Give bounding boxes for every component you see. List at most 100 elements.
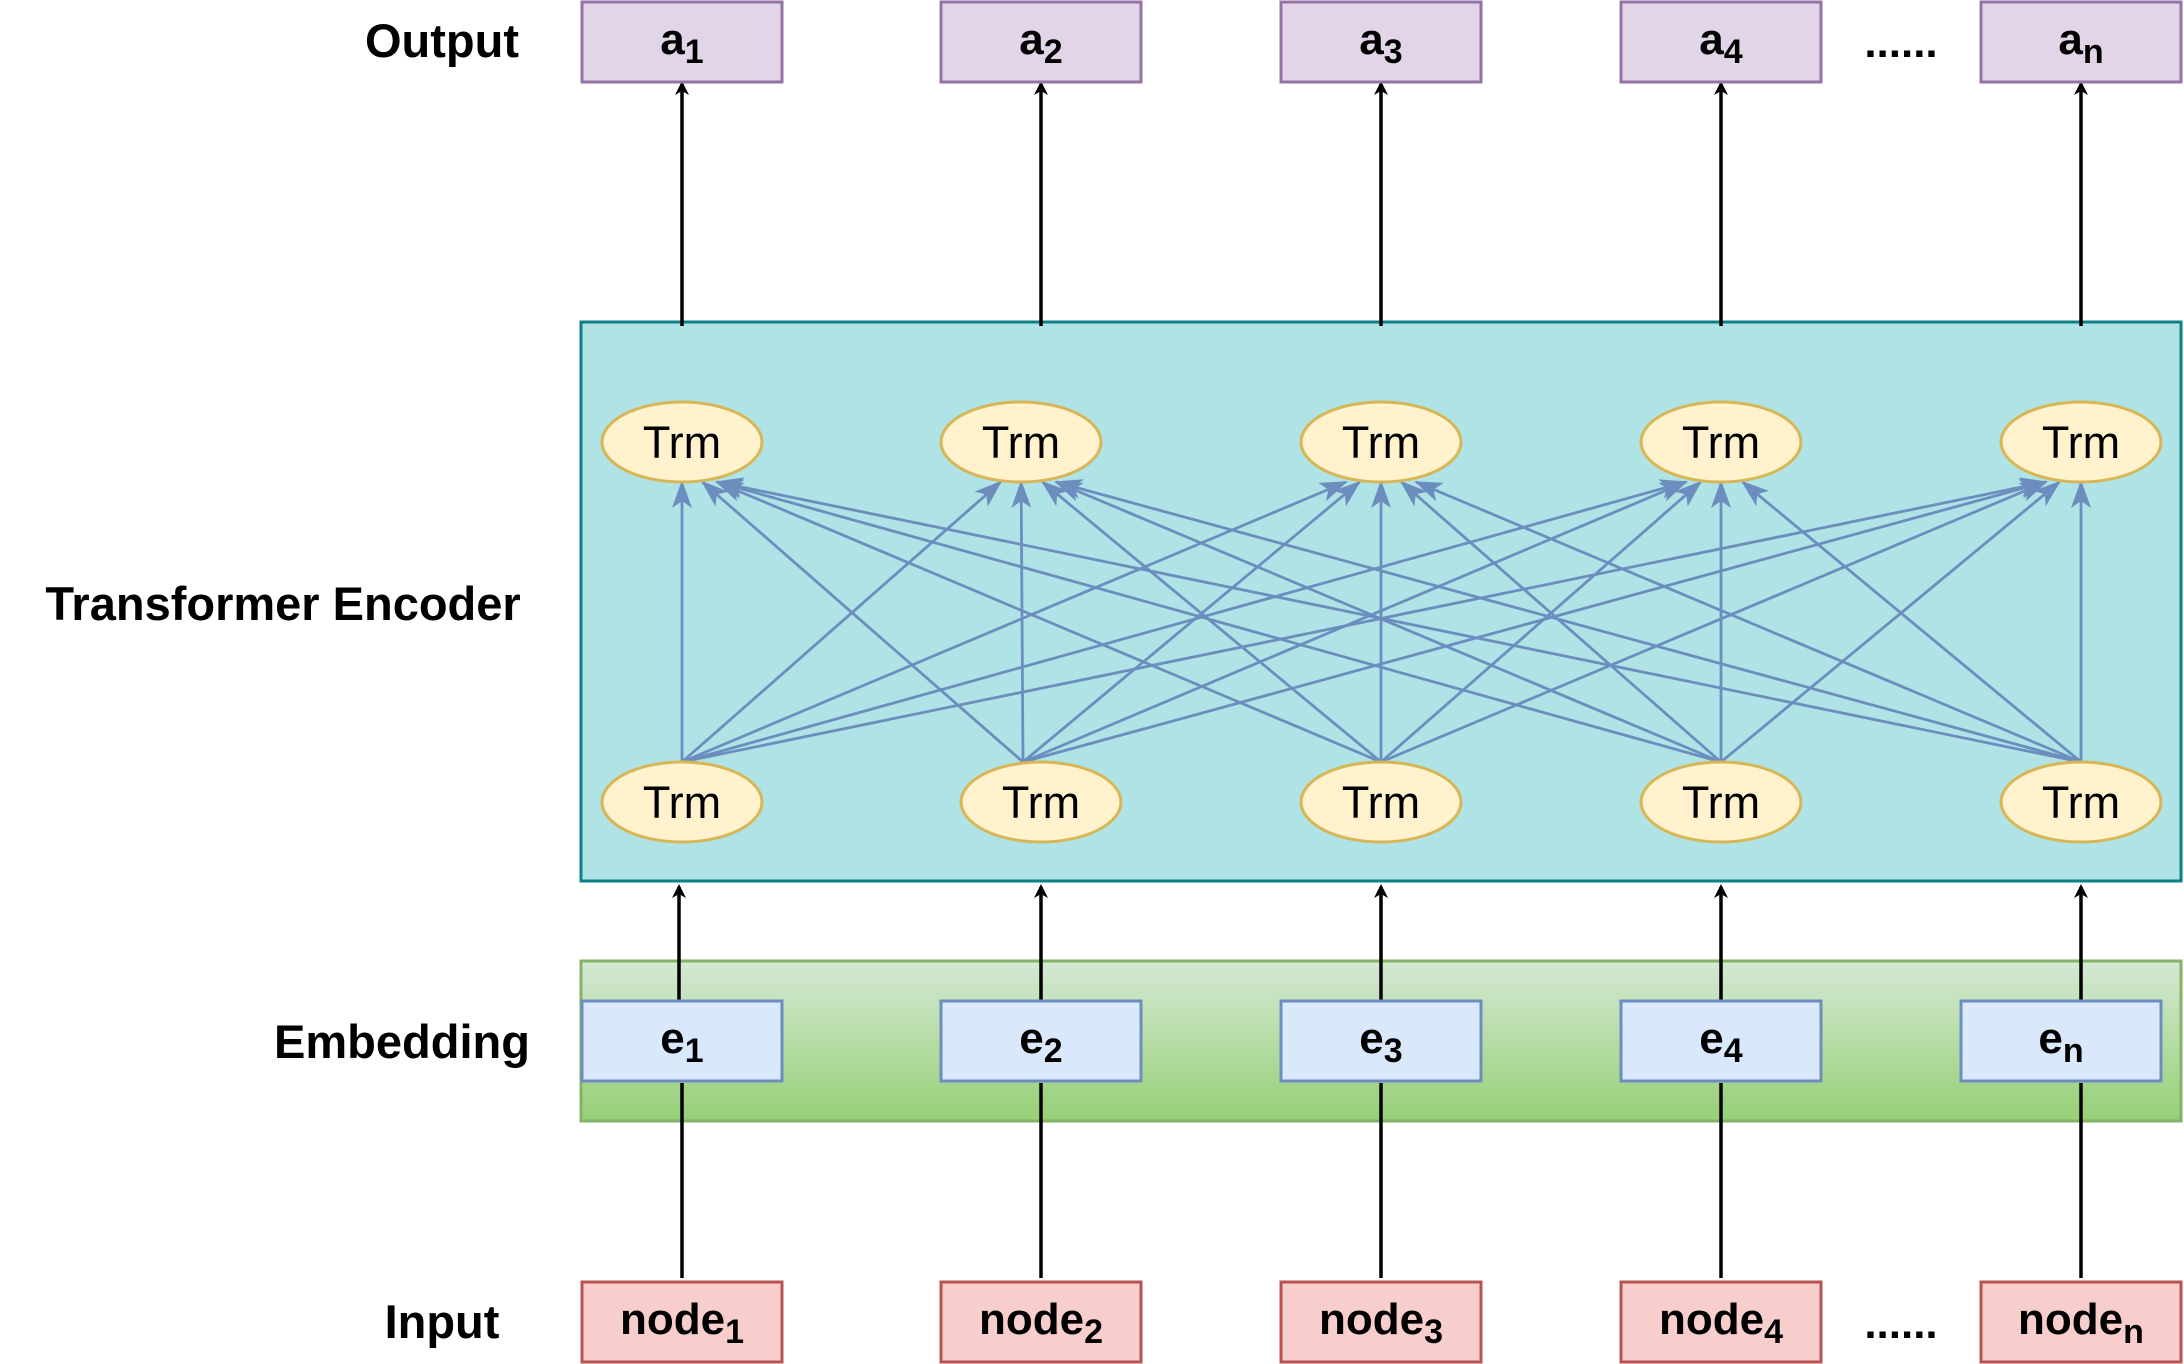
trm-top-1: Trm <box>600 400 764 484</box>
embedding-box-1-label: e1 <box>660 1014 703 1070</box>
attention-edge-2-5 <box>1022 479 2048 764</box>
input-box-5-rect <box>1979 1280 2183 1364</box>
trm-top-5-label: Trm <box>2042 417 2120 468</box>
attention-edge-3-4 <box>1380 480 1703 764</box>
trm-top-2-label: Trm <box>982 417 1060 468</box>
attention-edge-4-1 <box>715 479 1722 764</box>
trm-bottom-3: Trm <box>1299 760 1463 844</box>
input-row-label: Input <box>385 1295 500 1348</box>
output-box-2: a2 <box>939 0 1143 84</box>
encoder-row-label: Transformer Encoder <box>45 577 520 630</box>
output-box-1-label: a1 <box>660 15 703 71</box>
attention-edge-5-3 <box>1414 480 2082 764</box>
trm-bottom-2-ellipse <box>959 760 1123 844</box>
input-box-2-rect <box>939 1280 1143 1364</box>
attention-edge-4-5 <box>1720 480 2061 764</box>
input-box-4-label: node4 <box>1659 1295 1783 1351</box>
embedding-box-3-label: e3 <box>1359 1014 1402 1070</box>
trm-bottom-3-label: Trm <box>1342 777 1420 828</box>
embedding-box-4-label: e4 <box>1699 1014 1742 1070</box>
embedding-box-5: en <box>1959 999 2163 1083</box>
attention-edge-2-2 <box>1011 480 1032 763</box>
trm-top-1-label: Trm <box>643 417 721 468</box>
attention-edge-4-2 <box>1054 480 1722 764</box>
trm-bottom-5: Trm <box>1999 760 2163 844</box>
attention-edge-4-3 <box>1399 480 1722 764</box>
trm-bottom-5-ellipse <box>1999 760 2163 844</box>
embedding-box-3: e3 <box>1279 999 1483 1083</box>
output-box-4-label: a4 <box>1699 15 1742 71</box>
output-box-4-rect <box>1619 0 1823 84</box>
attention-edge-1-3 <box>681 480 1348 764</box>
output-box-5: an <box>1979 0 2183 84</box>
trm-top-5: Trm <box>1999 400 2163 484</box>
input-box-3-rect <box>1279 1280 1483 1364</box>
input-box-2: node2 <box>939 1280 1143 1364</box>
input-ellipsis: ...... <box>1864 1299 1937 1348</box>
input-box-2-label: node2 <box>979 1295 1103 1351</box>
attention-edge-5-4 <box>1741 480 2082 764</box>
trm-bottom-1: Trm <box>600 760 764 844</box>
attention-edge-1-5 <box>681 477 2048 764</box>
trm-bottom-4-ellipse <box>1639 760 1803 844</box>
trm-bottom-2: Trm <box>959 760 1123 844</box>
input-box-1: node1 <box>580 1280 784 1364</box>
output-box-5-label: an <box>2058 15 2103 71</box>
trm-bottom-4: Trm <box>1639 760 1803 844</box>
input-box-1-rect <box>580 1280 784 1364</box>
trm-top-1-ellipse <box>600 400 764 484</box>
attention-edge-3-2 <box>1041 480 1382 764</box>
attention-edge-3-1 <box>715 480 1382 764</box>
trm-top-2: Trm <box>939 400 1103 484</box>
input-box-4-rect <box>1619 1280 1823 1364</box>
output-box-2-rect <box>939 0 1143 84</box>
embedding-box-5-rect <box>1959 999 2163 1083</box>
diagram-nodes: a1 a2 a3 a4 an e1 e2 e3 e4 en node1 node2 node3 node4… <box>580 0 2183 1364</box>
trm-top-4: Trm <box>1639 400 1803 484</box>
trm-top-3-ellipse <box>1299 400 1463 484</box>
input-box-5-label: noden <box>2018 1295 2144 1351</box>
trm-top-4-label: Trm <box>1682 417 1760 468</box>
trm-bottom-5-label: Trm <box>2042 777 2120 828</box>
output-ellipsis: ...... <box>1864 18 1937 67</box>
input-box-4: node4 <box>1619 1280 1823 1364</box>
connection-lines <box>672 81 2091 1278</box>
attention-edge-2-3 <box>1022 480 1362 764</box>
trm-top-3-label: Trm <box>1342 417 1420 468</box>
trm-bottom-2-label: Trm <box>1002 777 1080 828</box>
input-box-1-label: node1 <box>620 1295 744 1351</box>
output-box-3-label: a3 <box>1359 15 1402 71</box>
trm-top-3: Trm <box>1299 400 1463 484</box>
output-box-3: a3 <box>1279 0 1483 84</box>
attention-edge-2-4 <box>1022 480 1688 764</box>
attention-edge-1-4 <box>681 479 1688 764</box>
output-box-1-rect <box>580 0 784 84</box>
embedding-box-1-rect <box>580 999 784 1083</box>
trm-bottom-1-label: Trm <box>643 777 721 828</box>
embedding-box-4-rect <box>1619 999 1823 1083</box>
input-box-5: noden <box>1979 1280 2183 1364</box>
trm-bottom-3-ellipse <box>1299 760 1463 844</box>
trm-top-2-ellipse <box>939 400 1103 484</box>
attention-edge-5-2 <box>1054 479 2082 764</box>
embedding-box-3-rect <box>1279 999 1483 1083</box>
input-box-3: node3 <box>1279 1280 1483 1364</box>
trm-top-4-ellipse <box>1639 400 1803 484</box>
embedding-box-2: e2 <box>939 999 1143 1083</box>
trm-bottom-4-label: Trm <box>1682 777 1760 828</box>
trm-bottom-1-ellipse <box>600 760 764 844</box>
output-box-5-rect <box>1979 0 2183 84</box>
embedding-box-2-rect <box>939 999 1143 1083</box>
output-row-label: Output <box>365 14 519 67</box>
attention-edge-3-5 <box>1380 480 2048 764</box>
input-box-3-label: node3 <box>1319 1295 1443 1351</box>
output-box-4: a4 <box>1619 0 1823 84</box>
embedding-row-label: Embedding <box>274 1015 530 1068</box>
output-box-3-rect <box>1279 0 1483 84</box>
embedding-box-4: e4 <box>1619 999 1823 1083</box>
embedding-box-1: e1 <box>580 999 784 1083</box>
output-box-1: a1 <box>580 0 784 84</box>
trm-top-5-ellipse <box>1999 400 2163 484</box>
attention-edge-2-1 <box>700 480 1024 764</box>
